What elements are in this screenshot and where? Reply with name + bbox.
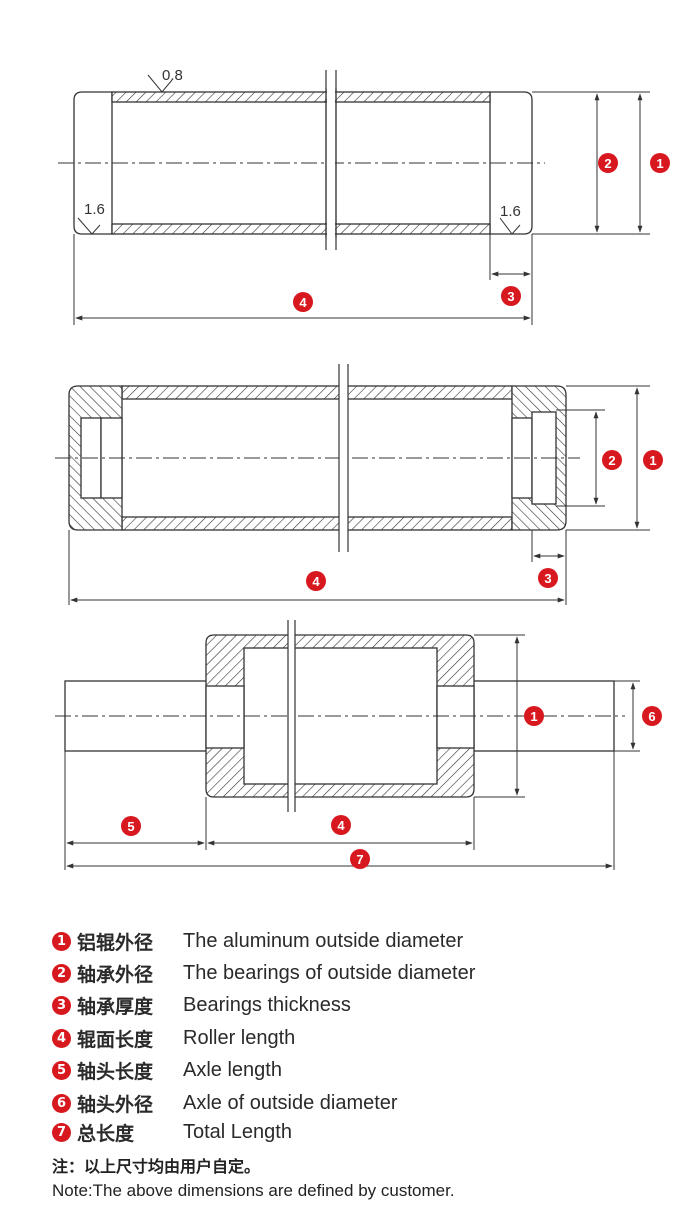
legend-label-zh: 铝辊外径 bbox=[77, 931, 154, 954]
d1-roughness-left: 1.6 bbox=[84, 201, 105, 218]
legend-badge: 2 bbox=[52, 963, 71, 983]
d2-callouts: 2 1 4 3 bbox=[306, 450, 663, 591]
legend-badge: 3 bbox=[52, 995, 71, 1015]
d1-roughness-labels: 0.8 1.6 1.6 bbox=[84, 67, 521, 220]
d2-callout-3: 3 bbox=[538, 568, 558, 588]
d3-callout-4: 4 bbox=[331, 815, 351, 835]
d1-callout-3: 3 bbox=[501, 286, 521, 306]
svg-text:6: 6 bbox=[648, 709, 655, 724]
legend-label-zh: 轴承厚度 bbox=[77, 995, 154, 1018]
d3-break-lines bbox=[287, 620, 296, 812]
svg-text:3: 3 bbox=[507, 289, 514, 304]
legend-label-en: Axle of outside diameter bbox=[183, 1091, 398, 1114]
d1-bottom-wall bbox=[111, 223, 491, 235]
legend-label-zh: 总长度 bbox=[77, 1122, 135, 1145]
d2-callout-1: 1 bbox=[643, 450, 663, 470]
svg-text:7: 7 bbox=[356, 852, 363, 867]
legend-label-zh: 轴头外径 bbox=[77, 1093, 154, 1116]
d3-callout-5: 5 bbox=[121, 816, 141, 836]
legend-label-en: Total Length bbox=[183, 1120, 292, 1143]
d1-callout-1: 1 bbox=[650, 153, 670, 173]
d3-callout-6: 6 bbox=[642, 706, 662, 726]
diagram-2-roller-bearings bbox=[55, 364, 650, 605]
legend-item-2: 2 轴承外径 The bearings of outside diameter bbox=[52, 960, 475, 986]
svg-text:4: 4 bbox=[299, 295, 307, 310]
legend-item-1: 1 铝辊外径 The aluminum outside diameter bbox=[52, 928, 463, 954]
d3-callouts: 1 6 5 4 7 bbox=[121, 706, 662, 869]
d3-callout-1: 1 bbox=[524, 706, 544, 726]
legend-badge: 7 bbox=[52, 1122, 71, 1142]
svg-text:3: 3 bbox=[544, 571, 551, 586]
d2-bottom-wall bbox=[121, 516, 513, 531]
d1-callouts: 2 1 3 4 bbox=[293, 153, 670, 312]
legend-item-7: 7 总长度 Total Length bbox=[52, 1119, 292, 1145]
d1-callout-2: 2 bbox=[598, 153, 618, 173]
svg-text:2: 2 bbox=[604, 156, 611, 171]
d1-roughness-right: 1.6 bbox=[500, 203, 521, 220]
legend-item-6: 6 轴头外径 Axle of outside diameter bbox=[52, 1090, 398, 1116]
svg-text:2: 2 bbox=[608, 453, 615, 468]
legend-label-en: Bearings thickness bbox=[183, 993, 351, 1016]
svg-text:5: 5 bbox=[127, 819, 134, 834]
legend-label-en: The bearings of outside diameter bbox=[183, 961, 476, 984]
d1-roughness-top: 0.8 bbox=[162, 67, 183, 84]
legend-badge: 6 bbox=[52, 1093, 71, 1113]
d1-roughness-symbols bbox=[77, 74, 521, 235]
svg-text:1: 1 bbox=[656, 156, 663, 171]
diagram-3-roller-axle bbox=[55, 620, 640, 870]
svg-text:1: 1 bbox=[649, 453, 656, 468]
legend-label-zh: 辊面长度 bbox=[77, 1028, 154, 1051]
legend-label-en: Roller length bbox=[183, 1026, 296, 1049]
legend-label-zh: 轴头长度 bbox=[77, 1060, 154, 1083]
d2-top-wall bbox=[121, 385, 513, 400]
legend-item-5: 5 轴头长度 Axle length bbox=[52, 1057, 282, 1083]
legend-item-4: 4 辊面长度 Roller length bbox=[52, 1025, 295, 1051]
svg-text:4: 4 bbox=[312, 574, 320, 589]
legend-label-en: The aluminum outside diameter bbox=[183, 929, 464, 952]
legend-badge: 1 bbox=[52, 931, 71, 951]
d2-break-lines bbox=[338, 364, 349, 552]
d2-callout-4: 4 bbox=[306, 571, 326, 591]
note-english: Note:The above dimensions are defined by… bbox=[52, 1181, 455, 1200]
d1-top-wall bbox=[111, 91, 491, 103]
d3-right-bearing bbox=[436, 685, 475, 749]
legend-badge: 5 bbox=[52, 1060, 71, 1080]
d3-ext-lines bbox=[64, 634, 640, 870]
diagram-1-roller-simple bbox=[58, 70, 650, 325]
legend-label-en: Axle length bbox=[183, 1058, 282, 1081]
note-chinese: 注：以上尺寸均由用户自定。 bbox=[52, 1157, 261, 1176]
d1-callout-4: 4 bbox=[293, 292, 313, 312]
roller-drawings: 0.8 1.6 1.6 2 1 3 4 bbox=[55, 67, 670, 870]
d3-callout-7: 7 bbox=[350, 849, 370, 869]
d2-ext-lines bbox=[68, 385, 650, 605]
svg-text:4: 4 bbox=[337, 818, 345, 833]
d3-left-bearing bbox=[205, 685, 245, 749]
legend-item-3: 3 轴承厚度 Bearings thickness bbox=[52, 992, 351, 1018]
svg-text:1: 1 bbox=[530, 709, 537, 724]
legend-badge: 4 bbox=[52, 1028, 71, 1048]
d2-callout-2: 2 bbox=[602, 450, 622, 470]
d1-ext-lines bbox=[73, 91, 650, 325]
legend-label-zh: 轴承外径 bbox=[77, 963, 154, 986]
